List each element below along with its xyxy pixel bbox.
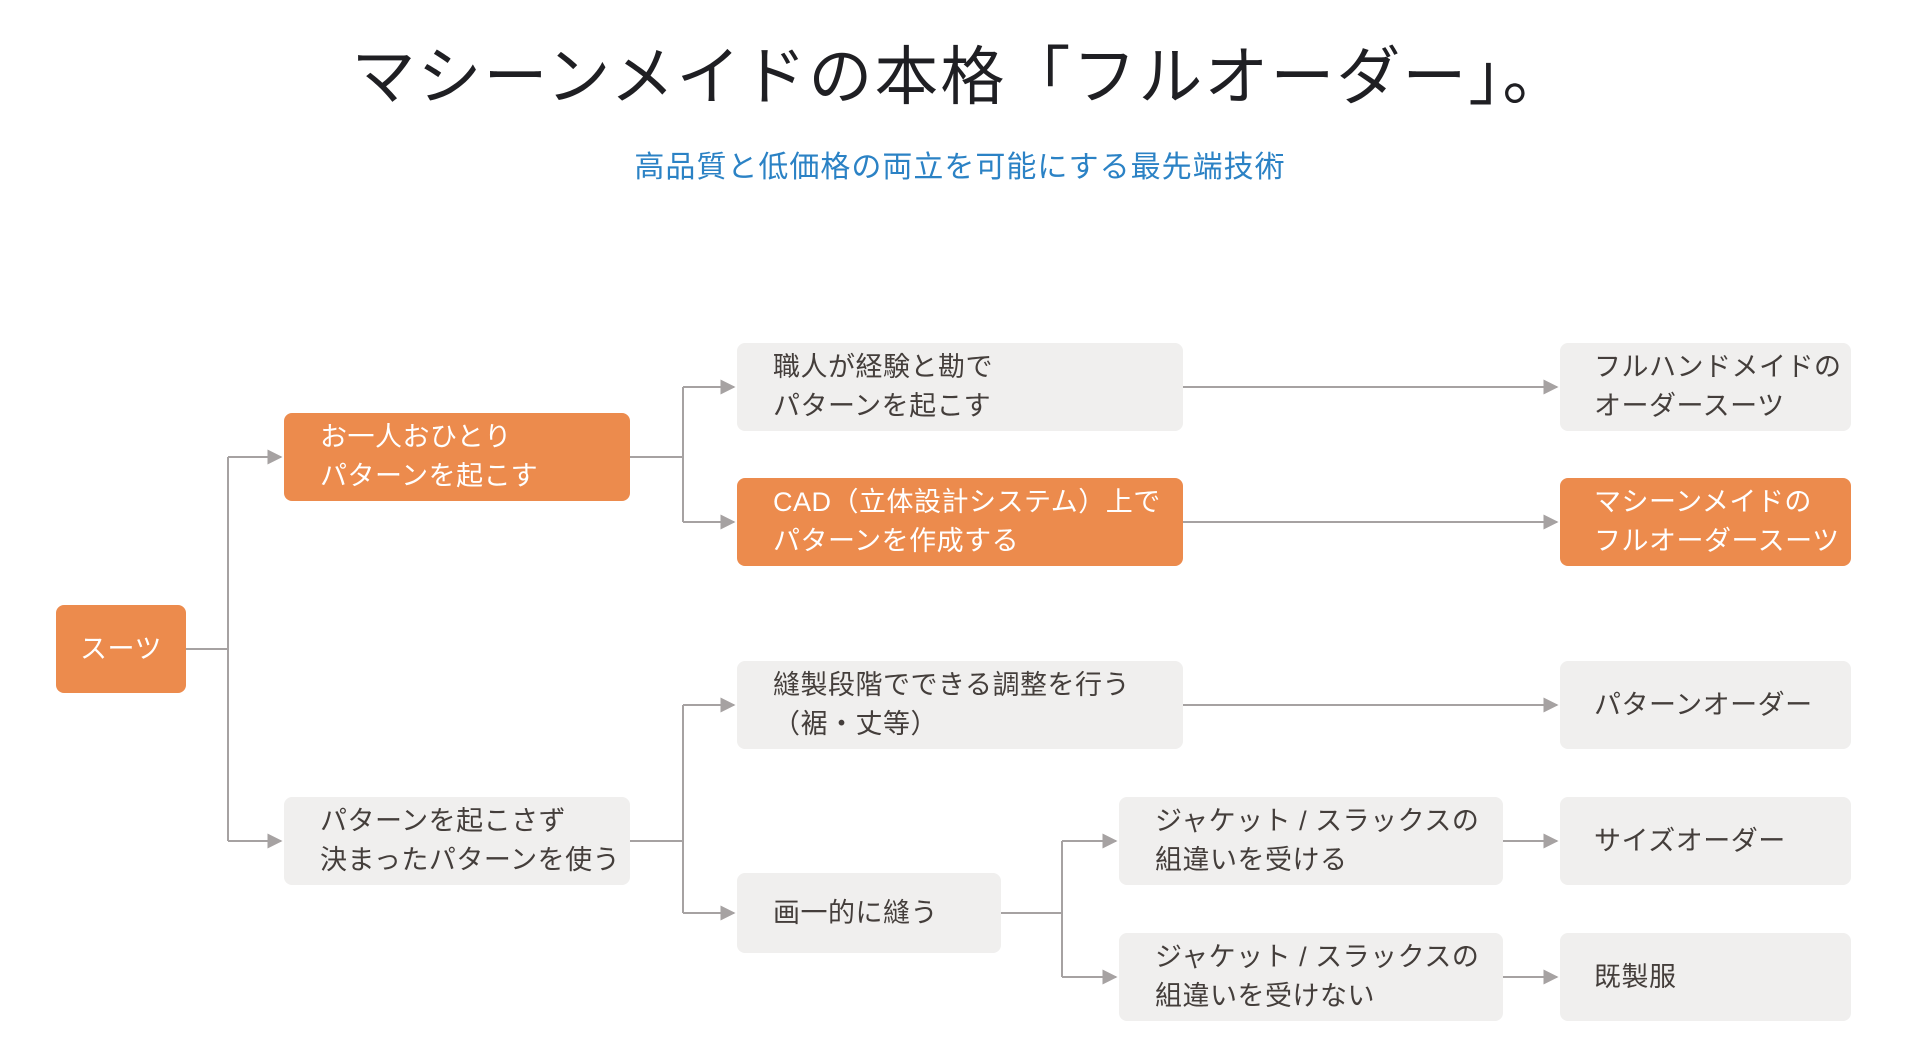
node-sewing-stage-adjust: 縫製段階でできる調整を行う （裾・丈等） [737,661,1183,749]
node-ready-made-clothes: 既製服 [1560,933,1851,1021]
node-fixed-pattern: パターンを起こさず 決まったパターンを使う [284,797,630,885]
page-title: マシーンメイドの本格「フルオーダー」。 [351,42,1569,113]
node-size-order: サイズオーダー [1560,797,1851,885]
edge-trunk-root [186,457,229,841]
edge-trunk-pattern-custom [630,387,684,522]
edge-trunk-pattern-fixed [630,705,684,913]
node-artisan-pattern: 職人が経験と勘で パターンを起こす [737,343,1183,431]
node-uniform-sewing: 画一的に縫う [737,873,1001,953]
node-individual-pattern: お一人おひとり パターンを起こす [284,413,630,501]
node-suit: スーツ [56,605,186,693]
node-cad-pattern: CAD（立体設計システム）上で パターンを作成する [737,478,1183,566]
edge-trunk-uniform-sew [1001,841,1063,977]
page-subtitle: 高品質と低価格の両立を可能にする最先端技術 [634,151,1286,184]
node-pattern-order: パターンオーダー [1560,661,1851,749]
node-mixed-sizes-not-accepted: ジャケット / スラックスの 組違いを受けない [1119,933,1503,1021]
node-machine-made-full-order-suit: マシーンメイドの フルオーダースーツ [1560,478,1851,566]
node-mixed-sizes-accepted: ジャケット / スラックスの 組違いを受ける [1119,797,1503,885]
node-full-handmade-order-suit: フルハンドメイドの オーダースーツ [1560,343,1851,431]
